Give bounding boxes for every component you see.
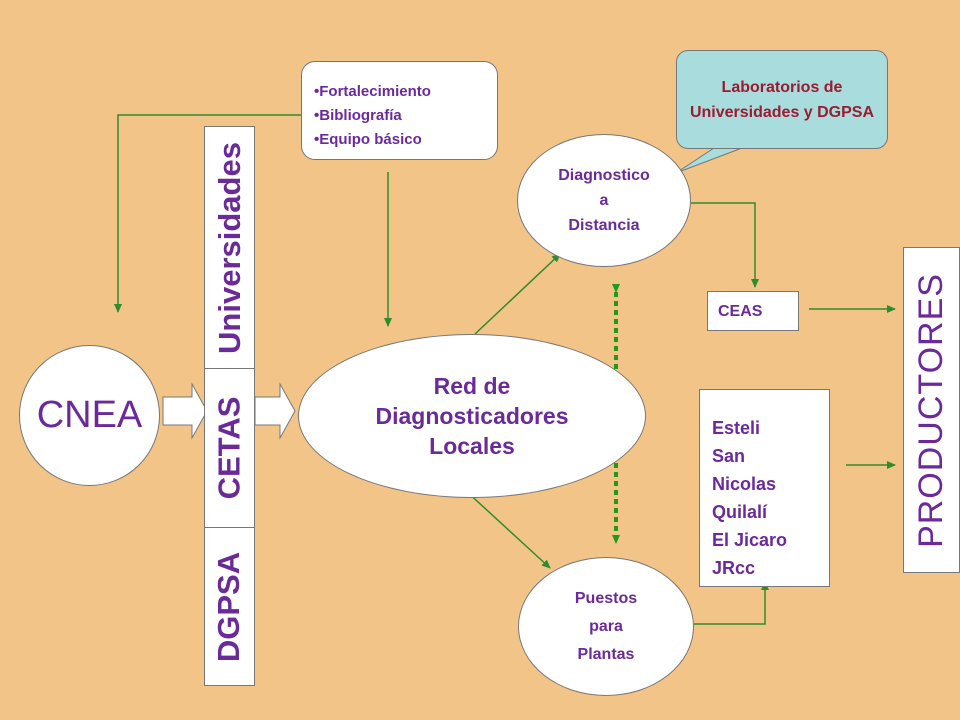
places-box: Esteli San Nicolas Quilalí El Jicaro JRc… (699, 389, 830, 587)
laboratorios-callout: Laboratorios de Universidades y DGPSA (676, 50, 888, 149)
place-jrcc: JRcc (712, 558, 756, 578)
place-quilali: Quilalí (712, 502, 768, 522)
red-line-3: Locales (429, 433, 515, 459)
red-line-2: Diagnosticadores (375, 403, 569, 429)
red-diagnosticadores-node: Red de Diagnosticadores Locales (298, 334, 646, 498)
cnea-node: CNEA (19, 345, 160, 486)
ceas-label: CEAS (718, 303, 763, 320)
support-item-bibliografia: Bibliografía (314, 104, 497, 128)
puestos-line-3: Plantas (577, 645, 635, 663)
support-item-fortalecimiento: Fortalecimiento (314, 80, 497, 104)
cnea-label: CNEA (36, 394, 143, 436)
place-nicolas: Nicolas (712, 474, 777, 494)
universidades-column: Universidades (204, 126, 255, 369)
place-san: San (712, 446, 746, 466)
ceas-box: CEAS (707, 291, 799, 331)
place-esteli: Esteli (712, 418, 761, 438)
productores-label: PRODUCTORES (912, 272, 951, 548)
universidades-label: Universidades (211, 141, 247, 354)
puestos-to-places-arrow (694, 581, 769, 625)
diagnostico-distancia-node: Diagnostico a Distancia (517, 134, 691, 267)
productores-box: PRODUCTORES (903, 247, 960, 573)
cetas-block-arrow (254, 382, 296, 440)
dgpsa-column: DGPSA (204, 527, 255, 686)
red-to-puestos-arrow (464, 489, 551, 569)
red-to-diagnostico-arrow (474, 253, 561, 335)
red-line-1: Red de (433, 373, 511, 399)
puestos-line-2: para (589, 617, 623, 635)
puestos-line-1: Puestos (574, 589, 638, 607)
puestos-plantas-node: Puestos para Plantas (518, 557, 694, 696)
laboratorios-label: Laboratorios de Universidades y DGPSA (689, 78, 875, 121)
support-list-box: Fortalecimiento Bibliografía Equipo bási… (301, 61, 498, 160)
dgpsa-label: DGPSA (211, 551, 247, 662)
diagnostico-line-2: a (599, 192, 609, 209)
place-el-jicaro: El Jicaro (712, 530, 788, 550)
diagnostico-to-ceas-arrow (691, 202, 759, 288)
cetas-label: CETAS (211, 396, 247, 500)
diagnostico-line-1: Diagnostico (558, 167, 650, 184)
support-item-equipo: Equipo básico (314, 128, 497, 152)
cnea-block-arrow (162, 382, 208, 440)
laboratorios-callout-tail (675, 147, 743, 174)
diagnostico-line-3: Distancia (568, 217, 640, 234)
cetas-column: CETAS (204, 368, 255, 528)
